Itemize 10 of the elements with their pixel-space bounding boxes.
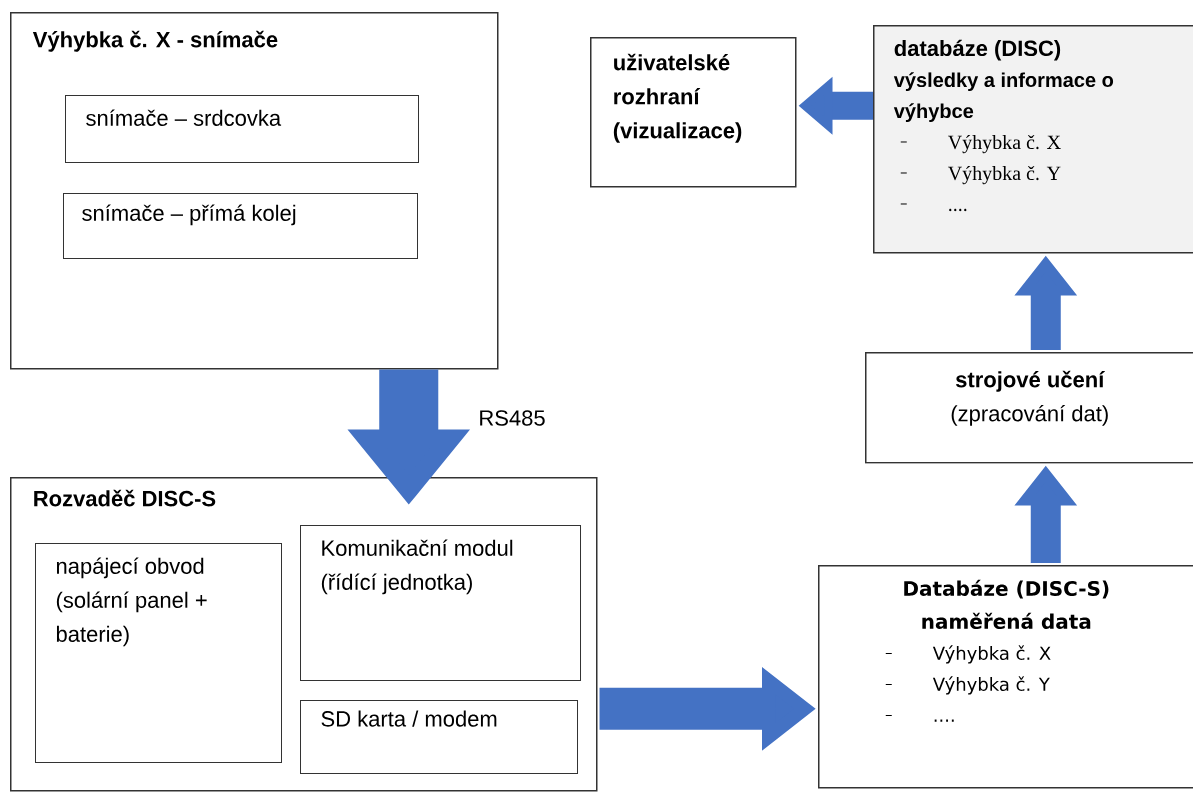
process-box: strojové učení (zpracování dat) [865, 352, 1193, 464]
process-box: napájecí obvod (solární panel + baterie) [35, 543, 282, 763]
database-box: databáze (DISC) výsledky a informace o výhybce Výhybka č. X Výhybka č. Y .... [873, 25, 1193, 254]
process-box: snímače – přímá kolej [63, 193, 418, 259]
process-box: Komunikační modul (řídící jednotka) [300, 525, 581, 681]
database-box: Databáze (DISC-S) naměřená data Výhybka č. X Výhybka č. Y .... [818, 565, 1193, 789]
process-box: uživatelské rozhraní (vizualizace) [590, 37, 797, 188]
edge-label: RS485 [476, 408, 548, 428]
process-box: snímače – srdcovka [65, 95, 419, 163]
process-box: SD karta / modem [300, 700, 578, 774]
